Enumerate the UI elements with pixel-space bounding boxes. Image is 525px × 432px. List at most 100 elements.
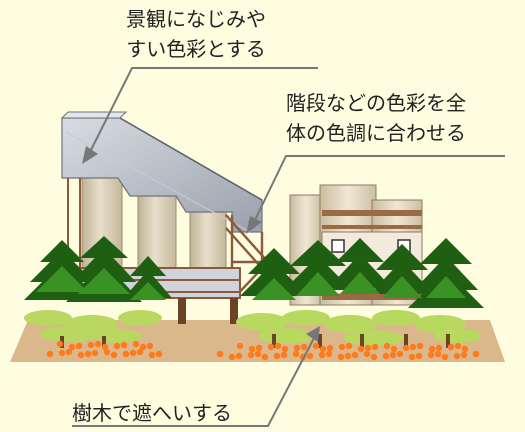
- flower: [65, 348, 73, 356]
- flower: [371, 343, 379, 351]
- flower: [68, 343, 76, 351]
- flower: [146, 342, 154, 350]
- flower: [460, 351, 468, 359]
- flower: [402, 344, 410, 352]
- label-color-blend: 景観になじみや すい色彩とする: [126, 4, 266, 64]
- flower: [325, 350, 333, 358]
- flower: [58, 349, 66, 357]
- leader-line-top-left: [89, 67, 318, 153]
- flower: [247, 351, 255, 359]
- flower: [255, 344, 263, 352]
- flower: [84, 350, 92, 358]
- flower: [435, 344, 443, 352]
- flower: [383, 342, 391, 350]
- flower: [363, 350, 371, 358]
- flower: [345, 342, 353, 350]
- flower: [408, 353, 416, 361]
- label-stair-color-line1: 階段などの色彩を全: [286, 91, 466, 115]
- flower: [56, 340, 64, 348]
- flower: [110, 351, 118, 359]
- flower: [337, 353, 345, 361]
- flower: [91, 349, 99, 357]
- flower: [396, 350, 404, 358]
- flower: [326, 344, 334, 352]
- arrowhead-top-left: [82, 146, 98, 164]
- arrowheads: [82, 146, 320, 342]
- flower: [129, 349, 137, 357]
- flower: [132, 340, 140, 348]
- flower: [136, 348, 144, 356]
- flower: [103, 348, 111, 356]
- flower: [370, 353, 378, 361]
- flower: [351, 351, 359, 359]
- flower: [236, 342, 244, 350]
- flower: [427, 351, 435, 359]
- flower: [318, 351, 326, 359]
- flower: [312, 342, 320, 350]
- label-tree-screening: 樹木で遮へいする: [72, 401, 232, 425]
- flower: [113, 342, 121, 350]
- arrowhead-top-right: [246, 216, 262, 234]
- flower: [274, 342, 282, 350]
- label-color-blend-line2: すい色彩とする: [126, 37, 266, 61]
- flower: [77, 351, 85, 359]
- flower: [46, 350, 54, 358]
- flower-bed: [46, 340, 480, 361]
- arrowhead-bottom: [306, 326, 320, 342]
- flower: [122, 350, 130, 358]
- flower: [216, 350, 224, 358]
- flower: [453, 352, 461, 360]
- label-color-blend-line1: 景観になじみや: [126, 7, 266, 31]
- deck-legs: [178, 298, 238, 324]
- flower: [434, 350, 442, 358]
- flower: [139, 343, 147, 351]
- flower: [364, 344, 372, 352]
- flower: [389, 351, 397, 359]
- flower: [461, 345, 469, 353]
- flower: [472, 350, 480, 358]
- flower: [454, 342, 462, 350]
- flower: [267, 343, 275, 351]
- flower: [447, 343, 455, 351]
- flower: [101, 343, 109, 351]
- tree-cluster-right: [236, 238, 484, 348]
- flower: [428, 345, 436, 353]
- label-stair-color: 階段などの色彩を全 体の色調に合わせる: [286, 88, 466, 148]
- flower: [94, 340, 102, 348]
- flower: [300, 343, 308, 351]
- flower: [120, 341, 128, 349]
- leader-line-top-right: [253, 155, 505, 223]
- tree-cluster-left: [24, 236, 172, 348]
- flower: [319, 345, 327, 353]
- window: [331, 239, 345, 253]
- flower: [75, 342, 83, 350]
- flower: [280, 351, 288, 359]
- flower: [273, 352, 281, 360]
- flower: [415, 352, 423, 360]
- flower: [416, 342, 424, 350]
- flower: [357, 345, 365, 353]
- flower: [338, 343, 346, 351]
- leader-line-bottom: [72, 337, 315, 427]
- inclined-deck: [60, 111, 263, 233]
- leader-lines: [72, 67, 505, 427]
- flower: [87, 341, 95, 349]
- flower: [248, 345, 256, 353]
- flower: [281, 345, 289, 353]
- flower: [409, 343, 417, 351]
- flower: [155, 350, 163, 358]
- flower: [344, 352, 352, 360]
- flower: [228, 353, 236, 361]
- flower: [254, 350, 262, 358]
- flower: [306, 352, 314, 360]
- label-stair-color-line2: 体の色調に合わせる: [286, 121, 466, 145]
- flower: [382, 352, 390, 360]
- flower: [441, 353, 449, 361]
- flower: [292, 350, 300, 358]
- flower: [148, 351, 156, 359]
- flower: [261, 353, 269, 361]
- flower: [390, 345, 398, 353]
- flower: [235, 352, 243, 360]
